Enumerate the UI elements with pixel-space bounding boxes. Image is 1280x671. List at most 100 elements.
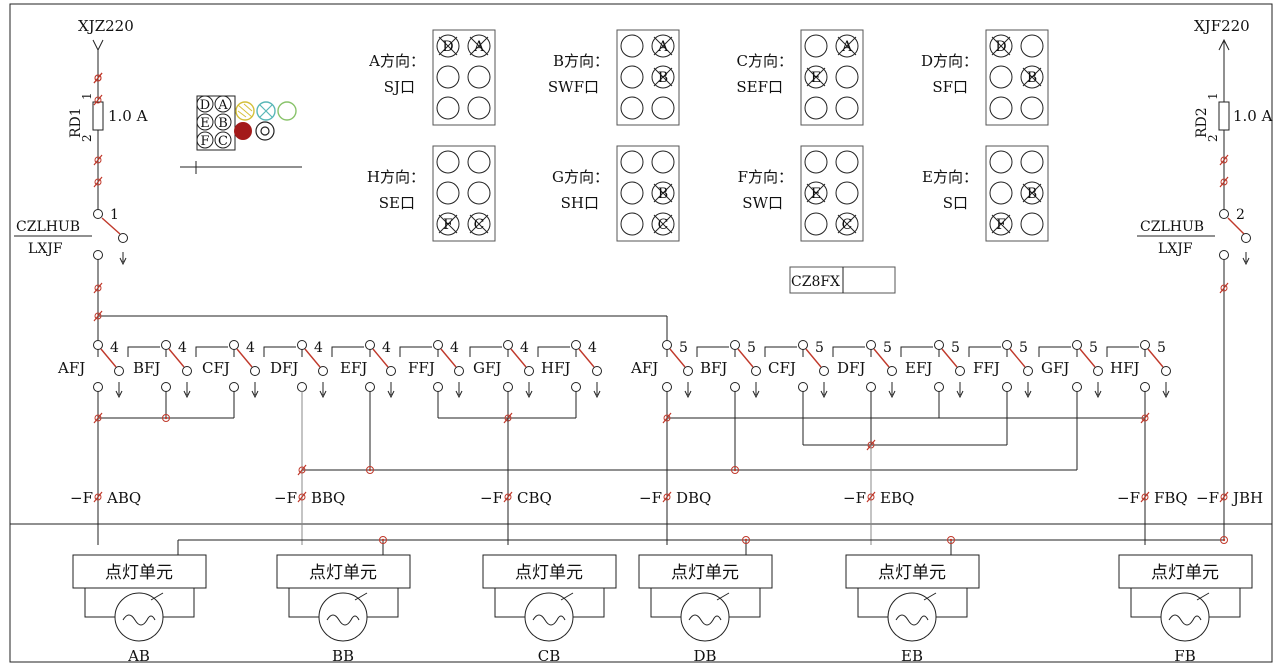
svg-text:5: 5 bbox=[1019, 340, 1028, 356]
svg-text:DBQ: DBQ bbox=[676, 489, 711, 507]
svg-text:DB: DB bbox=[693, 647, 716, 665]
relay-rows: 4AFJ4BFJ4CFJ4DFJ4EFJ4FFJ4GFJ4HFJ5AFJ5BFJ… bbox=[57, 340, 1171, 400]
svg-text:F: F bbox=[996, 217, 1006, 233]
diagram-frame bbox=[9, 3, 1273, 663]
svg-text:DFJ: DFJ bbox=[270, 359, 298, 377]
svg-text:E方向：: E方向： bbox=[922, 168, 978, 186]
svg-text:E: E bbox=[200, 116, 210, 131]
svg-text:ABQ: ABQ bbox=[106, 489, 141, 507]
svg-text:EBQ: EBQ bbox=[880, 489, 914, 507]
svg-text:B: B bbox=[658, 70, 668, 86]
svg-text:4: 4 bbox=[246, 340, 255, 356]
main-relay-left-bottom: LXJF bbox=[28, 241, 63, 257]
svg-text:SF口: SF口 bbox=[932, 78, 968, 96]
main-relay-right-num: 2 bbox=[1236, 207, 1245, 223]
svg-text:C方向：: C方向： bbox=[737, 52, 793, 70]
svg-text:SEF口: SEF口 bbox=[736, 78, 783, 96]
svg-text:5: 5 bbox=[815, 340, 824, 356]
svg-text:HFJ: HFJ bbox=[1110, 359, 1140, 377]
legend-cell: B bbox=[214, 113, 232, 131]
svg-text:SWF口: SWF口 bbox=[548, 78, 599, 96]
wiring bbox=[93, 72, 1229, 555]
fuse-rd2-name: RD2 bbox=[1194, 107, 1210, 138]
svg-text:BFJ: BFJ bbox=[133, 359, 160, 377]
fuse-rd2-rating: 1.0 A bbox=[1233, 107, 1273, 125]
svg-text:−F: −F bbox=[843, 489, 866, 507]
fuse-rd1-name: RD1 bbox=[68, 107, 84, 138]
svg-text:S口: S口 bbox=[943, 194, 968, 212]
svg-text:−F: −F bbox=[1117, 489, 1140, 507]
main-relay-left-num: 1 bbox=[110, 207, 119, 223]
fuse-rd2-pin1: 1 bbox=[1206, 92, 1220, 100]
svg-text:B: B bbox=[1027, 70, 1037, 86]
svg-text:CB: CB bbox=[538, 647, 561, 665]
svg-text:A方向：: A方向： bbox=[368, 52, 425, 70]
fuse-rd2-pin2: 2 bbox=[1206, 134, 1220, 142]
svg-text:4: 4 bbox=[588, 340, 597, 356]
fuse-rd2: RD2 1 2 1.0 A bbox=[1194, 92, 1273, 142]
svg-text:FFJ: FFJ bbox=[973, 359, 1000, 377]
svg-text:CFJ: CFJ bbox=[768, 359, 796, 377]
svg-text:FBQ: FBQ bbox=[1154, 489, 1188, 507]
svg-text:4: 4 bbox=[110, 340, 119, 356]
cz8fx-box: CZ8FX bbox=[789, 266, 896, 294]
svg-text:点灯单元: 点灯单元 bbox=[105, 563, 173, 583]
svg-text:5: 5 bbox=[747, 340, 756, 356]
svg-text:C: C bbox=[218, 134, 228, 149]
legend-cell: D bbox=[196, 95, 214, 113]
svg-text:4: 4 bbox=[314, 340, 323, 356]
svg-text:−F: −F bbox=[480, 489, 503, 507]
svg-text:5: 5 bbox=[951, 340, 960, 356]
svg-text:SH口: SH口 bbox=[561, 194, 599, 212]
svg-text:点灯单元: 点灯单元 bbox=[309, 563, 377, 583]
legend-cell: F bbox=[196, 131, 214, 149]
svg-text:GFJ: GFJ bbox=[473, 359, 501, 377]
svg-text:C: C bbox=[842, 217, 853, 233]
svg-text:A: A bbox=[841, 39, 853, 55]
main-relay-right-top: CZLHUB bbox=[1140, 219, 1204, 235]
svg-text:A: A bbox=[657, 39, 669, 55]
svg-text:B: B bbox=[1027, 186, 1037, 202]
main-relay-left-top: CZLHUB bbox=[16, 219, 80, 235]
fuse-rd1-pin2: 2 bbox=[80, 134, 94, 142]
svg-text:G方向：: G方向： bbox=[552, 168, 609, 186]
svg-text:E: E bbox=[811, 186, 821, 202]
svg-text:BB: BB bbox=[332, 647, 354, 665]
svg-text:4: 4 bbox=[382, 340, 391, 356]
svg-text:5: 5 bbox=[883, 340, 892, 356]
svg-text:DFJ: DFJ bbox=[837, 359, 865, 377]
svg-text:EFJ: EFJ bbox=[340, 359, 367, 377]
fuse-label: −F EBQ bbox=[843, 489, 914, 507]
svg-text:HFJ: HFJ bbox=[541, 359, 571, 377]
power-left-arrow bbox=[92, 39, 104, 52]
svg-text:BFJ: BFJ bbox=[700, 359, 727, 377]
svg-text:SJ口: SJ口 bbox=[384, 78, 415, 96]
svg-text:5: 5 bbox=[679, 340, 688, 356]
fuse-rd1-pin1: 1 bbox=[80, 92, 94, 100]
fuse-rd1: RD1 1 2 1.0 A bbox=[68, 92, 148, 142]
svg-text:4: 4 bbox=[178, 340, 187, 356]
svg-text:FFJ: FFJ bbox=[408, 359, 435, 377]
